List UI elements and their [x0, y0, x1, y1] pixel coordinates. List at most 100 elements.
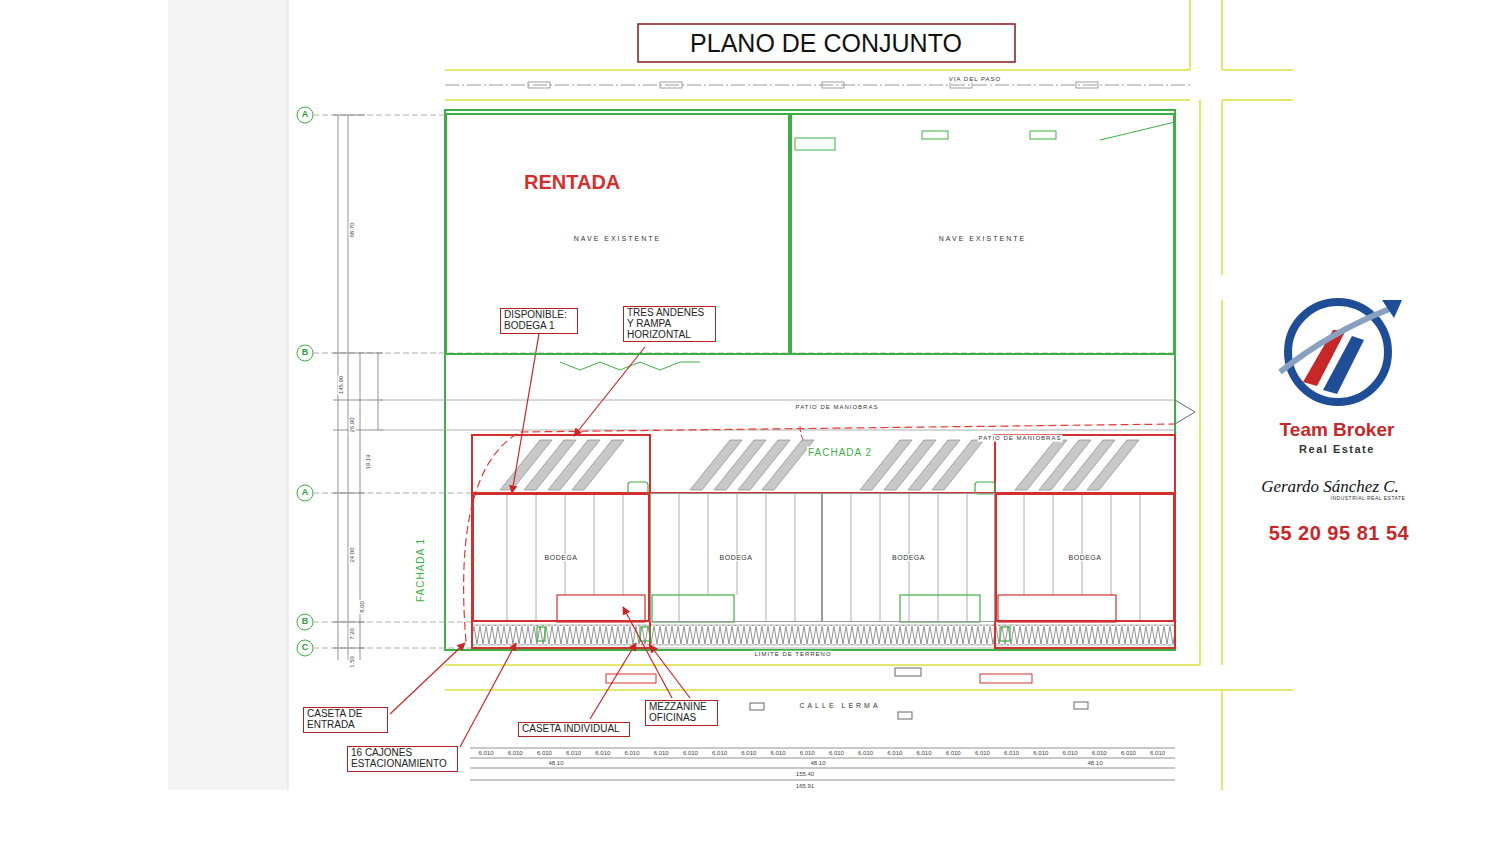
- axis-letter: B: [301, 617, 310, 627]
- axis-letter: C: [301, 643, 310, 653]
- axis-letter: A: [301, 110, 310, 120]
- dimension: 7.20: [349, 627, 356, 641]
- dimension: 68.70: [349, 221, 356, 238]
- road-marks: [950, 82, 972, 88]
- warehouse-bay: BODEGA: [995, 493, 1175, 622]
- dimension: 6.010: [1061, 750, 1078, 757]
- dimension: 6.010: [653, 750, 670, 757]
- dimension-lines: [333, 493, 365, 494]
- building-details: [795, 138, 835, 150]
- dimension: 6.010: [1032, 750, 1049, 757]
- dimension: 6.010: [507, 750, 524, 757]
- side-panel: [168, 0, 288, 790]
- bay-lines: [766, 493, 767, 622]
- dimension-lines: [333, 400, 383, 401]
- plan-note: VIA DEL PASO: [948, 76, 1002, 83]
- available-outline: [995, 435, 1175, 648]
- bay-lines: [795, 493, 796, 622]
- leader-line: [390, 643, 465, 714]
- gate-symbol: [1175, 400, 1195, 424]
- guard-booths: [1000, 627, 1010, 641]
- road-lines: [1189, 0, 1191, 70]
- bay-lines: [472, 493, 1175, 648]
- logo-mark: [1323, 336, 1364, 394]
- loading-ramps: [500, 440, 624, 490]
- bay-lines: [594, 493, 595, 595]
- road-lines: [445, 99, 1190, 101]
- dimension: 6.010: [1003, 750, 1020, 757]
- dimension: 6.010: [828, 750, 845, 757]
- available-outline: [472, 435, 650, 648]
- node-text: 16 CAJONES ESTACIONAMIENTO: [351, 748, 454, 770]
- dimension: 6.010: [536, 750, 553, 757]
- dimension-lines: [333, 353, 383, 354]
- bay-lines: [1140, 493, 1141, 622]
- vehicles: [606, 674, 656, 683]
- phone-number: 55 20 95 81 54: [1268, 522, 1410, 544]
- dimension: 6.010: [740, 750, 757, 757]
- road-lines: [445, 664, 1200, 666]
- dimension-lines: [470, 748, 1175, 749]
- brand-name: Team Broker: [1279, 420, 1396, 441]
- leader-line: [460, 643, 516, 747]
- street-name: CALLE LERMA: [798, 702, 881, 710]
- bay-lines: [708, 493, 709, 595]
- road-marks: [660, 82, 682, 88]
- dimension: 24.00: [349, 546, 356, 563]
- dimension: 48.10: [547, 760, 564, 767]
- dimension: 8.00: [359, 600, 366, 614]
- patio-lines: [380, 430, 1175, 431]
- road-lines: [1199, 100, 1201, 665]
- dimension: 6.010: [565, 750, 582, 757]
- building-details: [560, 122, 1175, 370]
- node-text: CASETA INDIVIDUAL: [522, 724, 626, 735]
- signature: Gerardo Sánchez C.: [1260, 478, 1400, 497]
- dimension: 6.010: [799, 750, 816, 757]
- dimension-lines: [470, 780, 1175, 781]
- loading-ramps: [860, 440, 984, 490]
- bay-lines: [565, 493, 566, 595]
- dimension-lines: [333, 622, 365, 623]
- warehouse-bay: BODEGA: [650, 493, 822, 622]
- callout-box: CASETA INDIVIDUAL: [518, 722, 630, 737]
- axis-bubbles: [297, 107, 313, 123]
- callout-box: CASETA DE ENTRADA: [303, 707, 388, 733]
- dimension: 6.010: [682, 750, 699, 757]
- building-details: [1030, 131, 1056, 139]
- node-text: NAVE EXISTENTE: [792, 235, 1173, 242]
- bay-lines: [1111, 493, 1112, 595]
- bay-lines: [737, 493, 738, 595]
- vehicles: [895, 668, 921, 676]
- dimension: 6.010: [857, 750, 874, 757]
- dimension: 6.010: [1091, 750, 1108, 757]
- dimension: 6.010: [477, 750, 494, 757]
- road-lines: [1221, 100, 1223, 275]
- bay-lines: [679, 493, 680, 622]
- axis-letter: B: [301, 348, 310, 358]
- axis-letter: A: [301, 488, 310, 498]
- logo-mark: [1280, 300, 1402, 402]
- node-text: BODEGA: [543, 554, 580, 561]
- facade-label: FACHADA 2: [807, 447, 873, 458]
- axis-bubbles: [297, 485, 313, 501]
- plan-note: PATIO DE MANIOBRAS: [795, 404, 880, 411]
- road-axis: [445, 85, 1190, 86]
- dimension-lines: [333, 430, 383, 431]
- axis-lines: [313, 115, 445, 116]
- axis-lines: [313, 115, 1175, 648]
- dimension: 6.010: [1149, 750, 1166, 757]
- available-outline: [472, 435, 1175, 648]
- node-text: MEZZANINE OFICINAS: [649, 702, 714, 724]
- dimension: 26.90: [349, 416, 356, 433]
- bay-lines: [1082, 493, 1083, 595]
- dimension: 6.010: [711, 750, 728, 757]
- callout-box: MEZZANINE OFICINAS: [645, 700, 718, 726]
- signature-note: INDUSTRIAL REAL ESTATE: [1330, 496, 1407, 502]
- callout-arrow: [512, 334, 539, 493]
- callout-box: TRES ANDENES Y RAMPA HORIZONTAL: [623, 306, 716, 342]
- dimension: 6.010: [769, 750, 786, 757]
- road-lines: [445, 0, 1293, 790]
- dimension: 1.50: [349, 655, 356, 669]
- dimension-lines: [378, 353, 379, 430]
